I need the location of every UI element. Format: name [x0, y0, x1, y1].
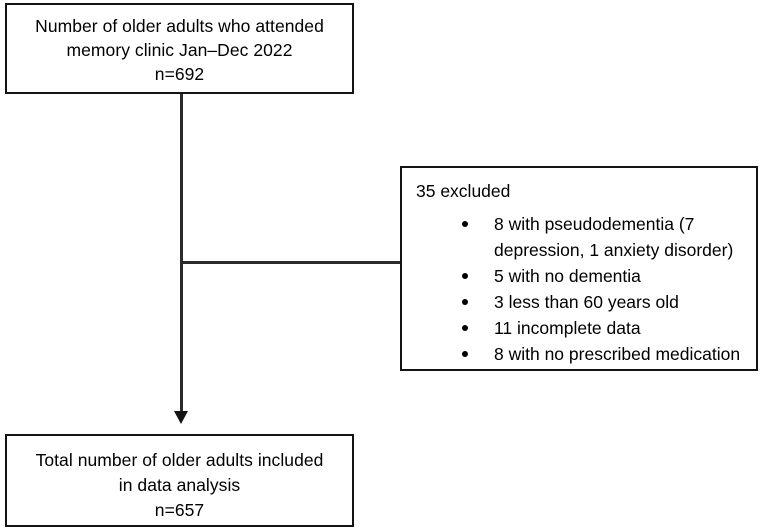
list-item: 8 with no prescribed medication [411, 341, 750, 367]
bullet-dot-icon [462, 221, 468, 227]
bullet-dot-icon [462, 351, 468, 357]
exclusion-reason-1-line-2: depression, 1 anxiety disorder) [494, 240, 734, 260]
included-box: Total number of older adults included in… [5, 434, 354, 527]
excluded-box: 35 excluded 8 with pseudodementia (7 dep… [400, 166, 758, 371]
bullet-dot-icon [462, 273, 468, 279]
exclusion-reason-2: 5 with no dementia [494, 266, 641, 286]
exclusion-reason-4: 11 incomplete data [494, 318, 641, 338]
list-item: 11 incomplete data [411, 315, 750, 341]
enrolled-count: n=692 [154, 64, 205, 84]
exclusion-reason-5: 8 with no prescribed medication [494, 344, 741, 364]
included-count: n=657 [154, 500, 205, 520]
enrolled-box: Number of older adults who attended memo… [5, 3, 354, 94]
arrowhead-icon [174, 411, 188, 424]
horizontal-branch-line [180, 261, 401, 264]
exclusion-reason-list: 8 with pseudodementia (7 depression, 1 a… [411, 211, 750, 367]
vertical-connector-line [180, 94, 183, 412]
list-item: 5 with no dementia [411, 263, 750, 289]
list-item: 3 less than 60 years old [411, 289, 750, 315]
bullet-dot-icon [462, 299, 468, 305]
included-line-1: Total number of older adults included [35, 450, 324, 470]
enrolled-line-1: Number of older adults who attended [35, 16, 324, 36]
list-item: 8 with pseudodementia (7 depression, 1 a… [411, 211, 750, 263]
excluded-heading: 35 excluded [416, 181, 511, 201]
enrolled-line-2: memory clinic Jan–Dec 2022 [66, 40, 293, 60]
exclusion-reason-1-line-1: 8 with pseudodementia (7 [494, 214, 695, 234]
exclusion-reason-3: 3 less than 60 years old [494, 292, 679, 312]
bullet-dot-icon [462, 325, 468, 331]
included-line-2: in data analysis [118, 475, 241, 495]
